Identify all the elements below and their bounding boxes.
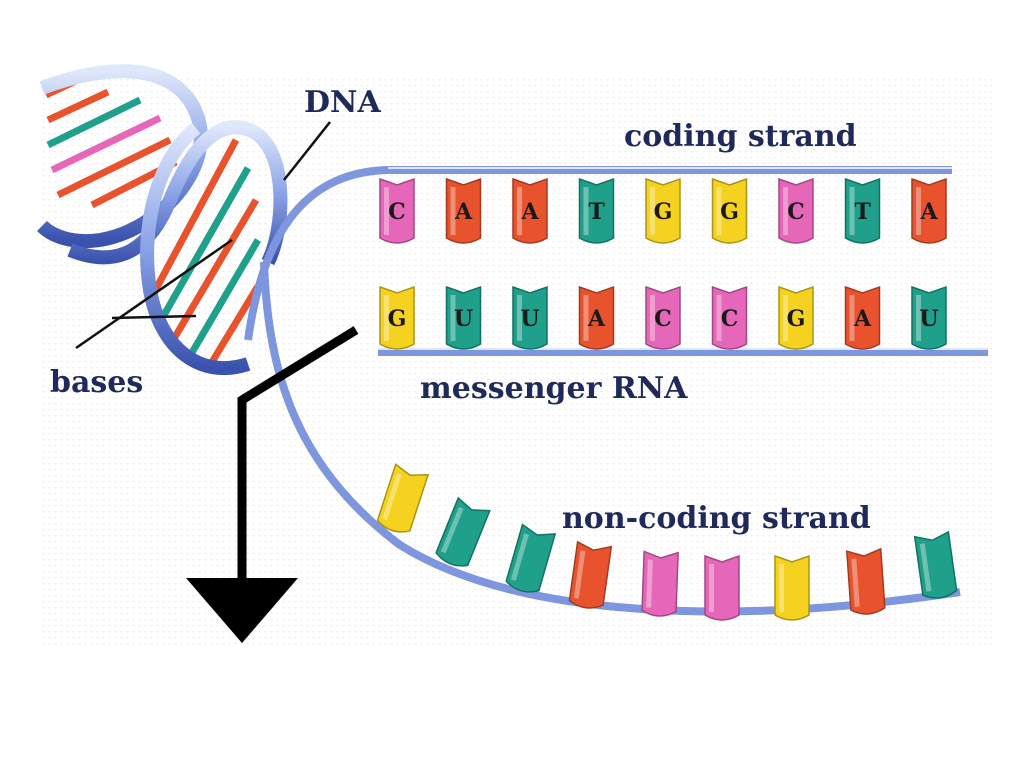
mrna-base-5-letter: C — [654, 306, 672, 332]
non-coding-base-7 — [774, 554, 810, 621]
non-coding-base-8 — [845, 547, 886, 615]
mrna-base-3-letter: U — [520, 306, 539, 332]
mrna-base-1: G — [379, 285, 415, 350]
coding-base-5-letter: G — [654, 199, 673, 225]
coding-base-2: A — [445, 177, 482, 244]
dna-helix — [37, 64, 288, 376]
coding-base-7-letter: C — [787, 199, 805, 225]
coding-base-9: A — [911, 177, 947, 244]
coding-base-3: A — [512, 177, 548, 244]
coding-base-6: G — [711, 177, 748, 244]
non-coding-base-5 — [641, 550, 679, 617]
non-coding-base-6 — [704, 554, 740, 621]
coding-strand-backbone — [244, 166, 952, 341]
coding-base-1-letter: C — [388, 199, 406, 225]
messenger-rna-label: messenger RNA — [420, 371, 688, 406]
helix-rungs — [44, 76, 262, 364]
mrna-base-9: U — [911, 285, 947, 350]
coding-base-5: G — [645, 177, 681, 244]
mrna-base-5: C — [645, 285, 681, 350]
mrna-base-2-letter: U — [454, 306, 473, 332]
mrna-base-9-letter: U — [919, 306, 938, 332]
coding-base-3-letter: A — [520, 199, 539, 225]
mrna-base-6: C — [711, 285, 748, 350]
bases-leader-line-1 — [75, 238, 233, 350]
bases-leader-line-2 — [111, 314, 197, 320]
mrna-base-2: U — [445, 285, 482, 350]
coding-base-2-letter: A — [454, 199, 473, 225]
non-coding-base-3 — [505, 523, 557, 593]
coding-strand-label: coding strand — [624, 119, 857, 154]
non-coding-strand-bases — [376, 463, 958, 621]
coding-base-6-letter: G — [720, 199, 739, 225]
helix-backbone-middle — [67, 120, 288, 266]
mrna-base-4: A — [578, 285, 615, 350]
coding-base-8-letter: T — [854, 199, 871, 225]
coding-base-9-letter: A — [919, 199, 938, 225]
bases-label: bases — [50, 365, 143, 400]
coding-base-1: C — [379, 177, 415, 244]
leader-lines — [75, 121, 331, 350]
mrna-base-8: A — [844, 285, 881, 350]
arrow-head — [186, 578, 298, 643]
mrna-base-7-letter: G — [787, 306, 806, 332]
non-coding-base-4 — [568, 540, 613, 609]
coding-base-4: T — [578, 177, 615, 244]
coding-base-8: T — [844, 177, 881, 244]
dna-label: DNA — [304, 85, 381, 120]
mrna-base-8-letter: A — [853, 306, 872, 332]
mrna-base-4-letter: A — [587, 306, 606, 332]
mrna-base-6-letter: C — [721, 306, 739, 332]
mrna-base-1-letter: G — [388, 306, 407, 332]
mrna-base-7: G — [778, 285, 814, 350]
helix-backbone-lower — [140, 122, 251, 376]
coding-base-4-letter: T — [588, 199, 605, 225]
coding-base-7: C — [778, 177, 814, 244]
mrna-base-3: U — [512, 285, 548, 350]
non-coding-strand-label: non-coding strand — [562, 501, 871, 536]
transcription-arrow — [186, 326, 359, 643]
dna-leader-line — [283, 121, 331, 181]
non-coding-base-2 — [435, 496, 491, 567]
non-coding-base-1 — [376, 463, 430, 533]
non-coding-base-9 — [913, 530, 958, 599]
